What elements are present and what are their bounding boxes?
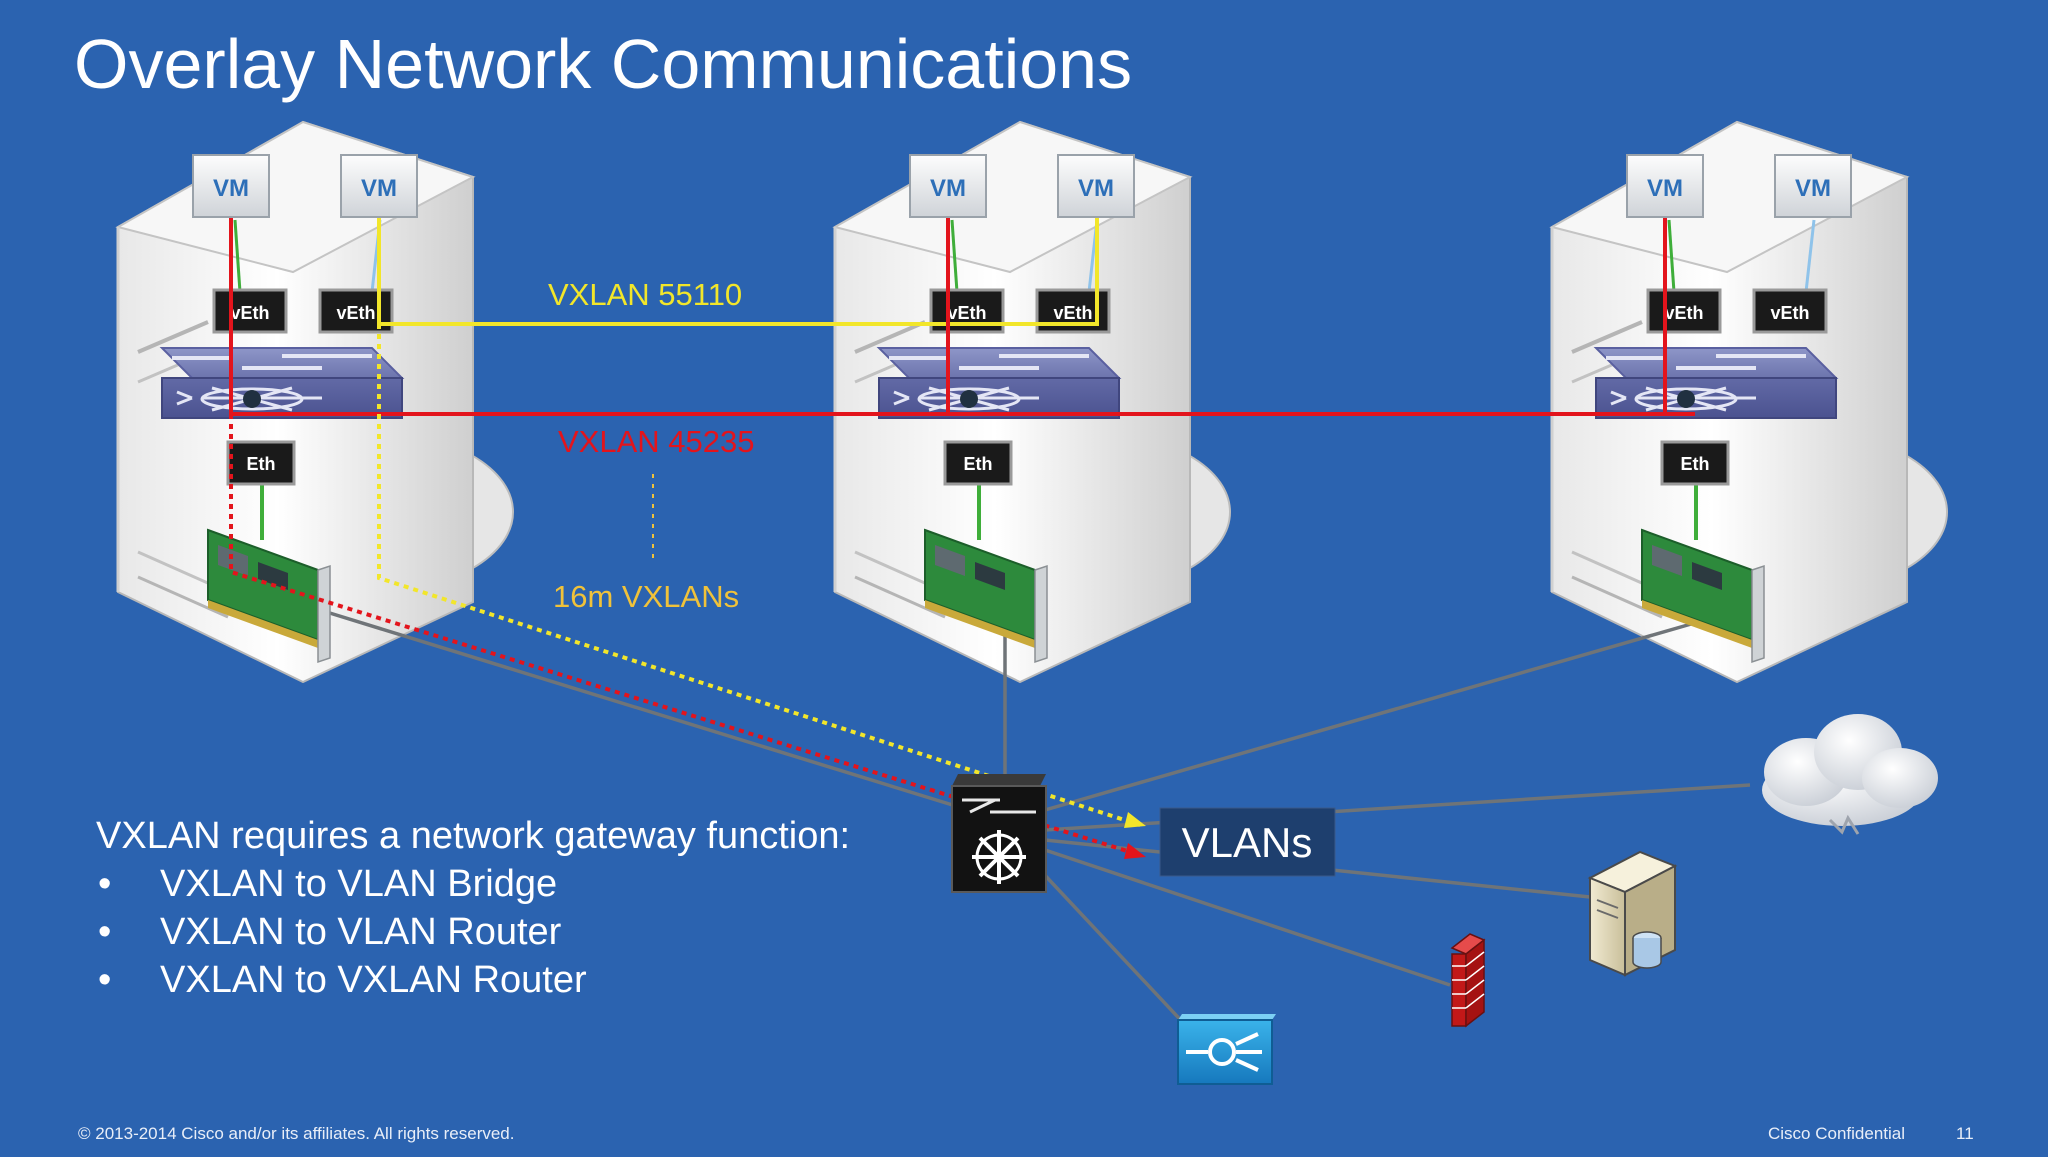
link-gateway-loadbalancer — [1038, 868, 1192, 1032]
vm-icon: VM — [1626, 154, 1704, 218]
veth-port-icon: vEth — [212, 288, 288, 334]
svg-text:VM: VM — [1078, 175, 1114, 202]
vxlan-45235-path — [229, 218, 1695, 416]
gateway-switch-icon — [951, 774, 1047, 893]
svg-text:VM: VM — [1795, 175, 1831, 202]
bullet-item-1: • VXLAN to VLAN Bridge — [96, 860, 850, 908]
host-3-internals — [1594, 219, 1838, 663]
svg-text:vEth: vEth — [1053, 303, 1092, 323]
bullet-dot: • — [98, 959, 112, 1001]
bullet-item-2: • VXLAN to VLAN Router — [96, 908, 850, 956]
link-gateway-cloud — [1044, 783, 1751, 832]
vm-icon: VM — [1057, 154, 1135, 218]
svg-text:vEth: vEth — [947, 303, 986, 323]
svg-text:VM: VM — [1647, 175, 1683, 202]
page-number: 11 — [1956, 1124, 1974, 1143]
svg-text:VM: VM — [361, 175, 397, 202]
virtual-switch-icon — [877, 346, 1121, 420]
vm-boxes: VM VM VM VM VM VM — [192, 154, 1852, 218]
veth-port-icon: vEth — [1646, 288, 1722, 334]
eth-port-icon: Eth — [226, 440, 296, 486]
bullet-text: VXLAN to VXLAN Router — [160, 959, 587, 1001]
vm-icon: VM — [192, 154, 270, 218]
vlans-label: VLANs — [1182, 819, 1313, 866]
bullet-dot: • — [98, 911, 112, 953]
svg-text:Eth: Eth — [247, 454, 276, 474]
vxlan-count-label: 16m VXLANs — [553, 579, 739, 614]
link-gateway-firewall — [1044, 848, 1451, 987]
bullet-dot: • — [98, 863, 112, 905]
svg-text:vEth: vEth — [336, 303, 375, 323]
vxlan-55110-path — [377, 218, 1099, 326]
slide-title: Overlay Network Communications — [74, 25, 1132, 103]
svg-text:vEth: vEth — [1664, 303, 1703, 323]
eth-ports: Eth Eth Eth — [226, 440, 1730, 486]
copyright-footer: © 2013-2014 Cisco and/or its affiliates.… — [78, 1124, 515, 1143]
vm-icon: VM — [909, 154, 987, 218]
svg-text:VM: VM — [930, 175, 966, 202]
yellow-arrowhead — [1124, 812, 1146, 828]
eth-port-icon: Eth — [943, 440, 1013, 486]
load-balancer-icon — [1177, 1014, 1276, 1085]
vxlan-red-to-gateway — [229, 414, 1141, 857]
veth-port-icon: vEth — [1752, 288, 1828, 334]
vxlan-55110-label: VXLAN 55110 — [548, 277, 742, 312]
vlans-box: VLANs — [1159, 807, 1336, 877]
svg-text:vEth: vEth — [1770, 303, 1809, 323]
link-host3-gateway — [1044, 618, 1706, 812]
bullet-text: VXLAN to VLAN Bridge — [160, 863, 558, 905]
eth-port-icon: Eth — [1660, 440, 1730, 486]
gateway-requirements: VXLAN requires a network gateway functio… — [96, 812, 850, 1004]
cloud-icon — [1762, 714, 1938, 835]
svg-text:VM: VM — [213, 175, 249, 202]
svg-text:Eth: Eth — [964, 454, 993, 474]
confidential-footer: Cisco Confidential — [1768, 1124, 1906, 1143]
virtual-switch-icon — [160, 346, 404, 420]
bullet-text: VXLAN to VLAN Router — [160, 911, 562, 953]
svg-text:Eth: Eth — [1681, 454, 1710, 474]
bullet-item-3: • VXLAN to VXLAN Router — [96, 956, 850, 1004]
file-server-icon — [1587, 850, 1678, 977]
svg-text:vEth: vEth — [230, 303, 269, 323]
link-host1-gateway — [319, 608, 986, 817]
vm-icon: VM — [340, 154, 418, 218]
red-arrowhead — [1124, 843, 1146, 859]
bullets-intro: VXLAN requires a network gateway functio… — [96, 815, 851, 857]
vxlan-yellow-to-gateway — [377, 324, 1141, 827]
vm-icon: VM — [1774, 154, 1852, 218]
vxlan-45235-label: VXLAN 45235 — [558, 424, 754, 459]
virtual-switch-icon — [1594, 346, 1838, 420]
firewall-icon — [1450, 933, 1486, 1028]
